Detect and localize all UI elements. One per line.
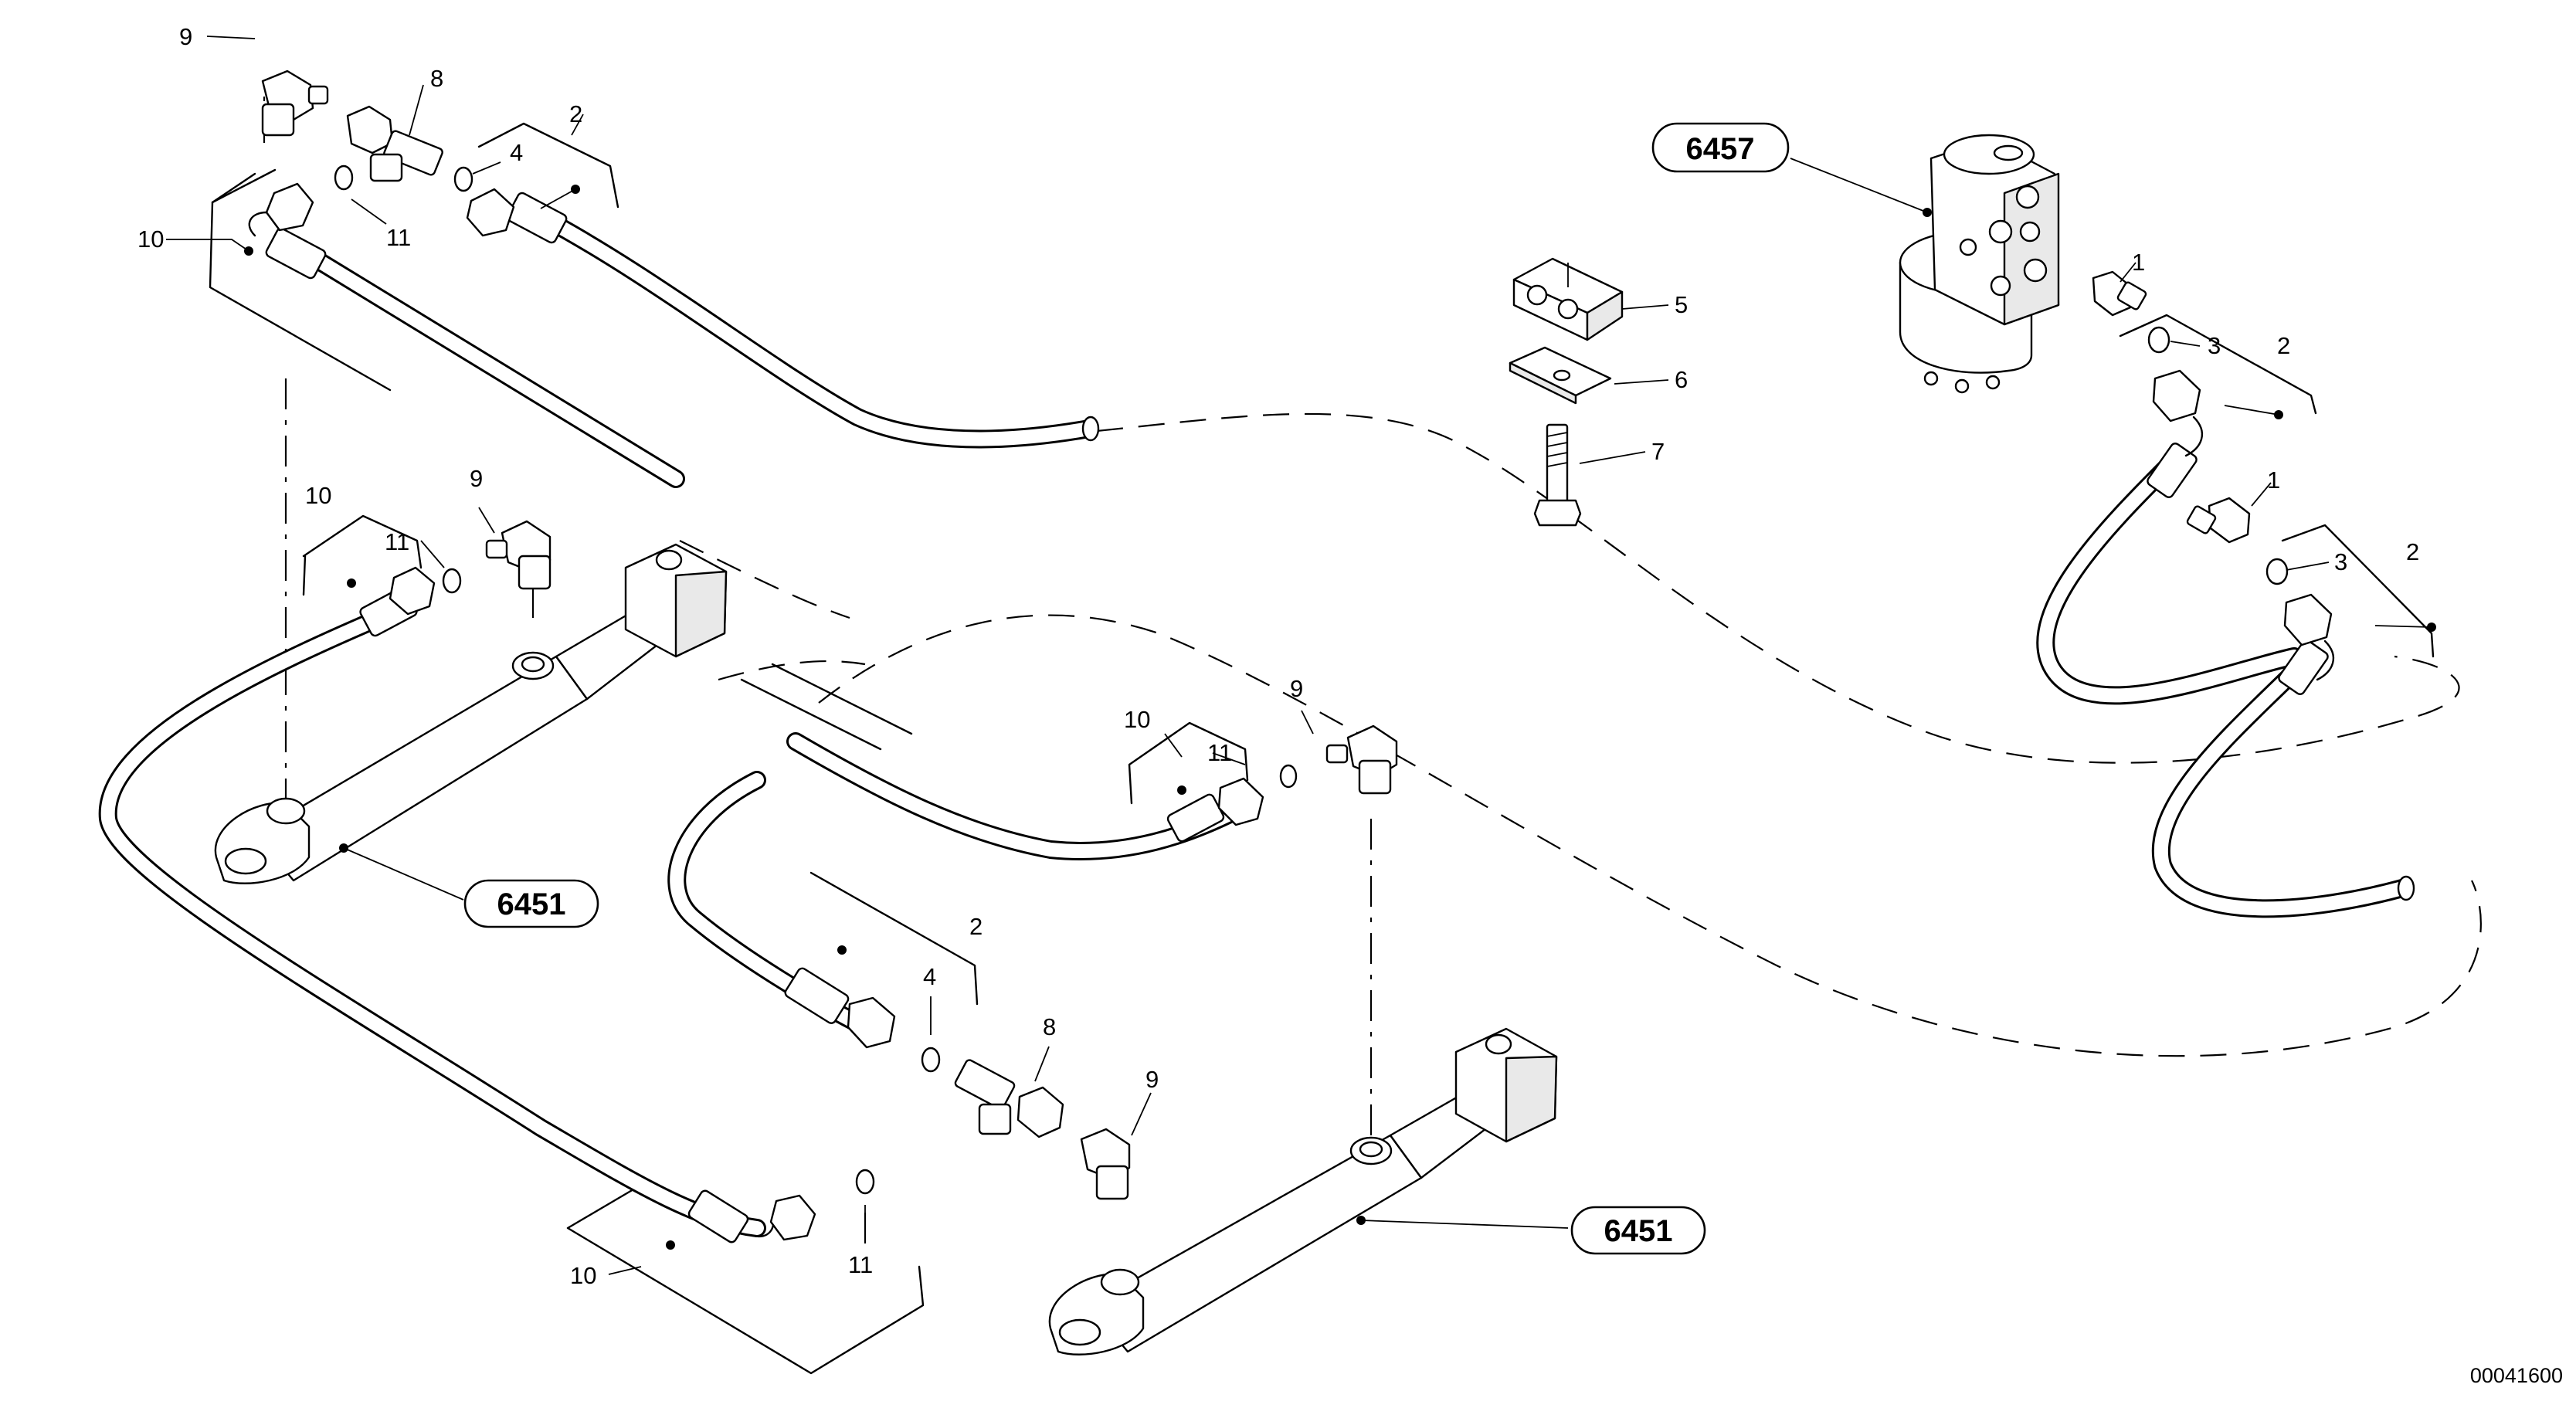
callout-9: 9	[179, 23, 192, 50]
callout-11: 11	[848, 1251, 873, 1278]
clamp-block-5	[1512, 257, 1624, 341]
callout-9: 9	[1290, 675, 1303, 702]
reference-cylinder-left: 6451	[463, 879, 599, 928]
reference-6451: 6451	[497, 887, 566, 921]
callout-4: 4	[923, 963, 936, 990]
small-fittings	[261, 70, 2289, 1200]
elbow-fitting-9-bottom	[1080, 1128, 1131, 1200]
callout-2: 2	[2406, 538, 2419, 565]
callout-6: 6	[1675, 366, 1688, 393]
reference-6457: 6457	[1686, 132, 1755, 166]
callout-9: 9	[470, 465, 483, 492]
elbow-fitting-9-top	[261, 70, 329, 137]
reference-steering-unit: 6457	[1651, 122, 1790, 173]
clamp-assembly	[1509, 257, 1624, 527]
callout-11: 11	[385, 528, 409, 555]
hydraulic-cylinder-right	[1048, 1027, 1558, 1355]
elbow-fitting-9-left	[485, 520, 552, 590]
callout-11: 11	[1207, 739, 1232, 766]
callout-5: 5	[1675, 291, 1688, 318]
callout-3: 3	[2208, 332, 2221, 359]
document-id: 00041600	[2470, 1364, 2563, 1387]
reference-cylinder-right: 6451	[1570, 1206, 1706, 1255]
steering-unit	[1899, 134, 2060, 394]
callout-10: 10	[1124, 706, 1150, 733]
callout-2: 2	[969, 913, 983, 940]
clamp-bolt-7	[1533, 423, 1582, 527]
callout-1: 1	[2132, 249, 2145, 276]
callout-10: 10	[570, 1262, 596, 1289]
callout-10: 10	[305, 482, 331, 509]
elbow-fitting-9-middle	[1325, 724, 1398, 795]
callout-2: 2	[2277, 332, 2290, 359]
callout-7: 7	[1651, 438, 1665, 465]
reference-6451: 6451	[1604, 1214, 1673, 1248]
adapter-fitting-1-lower	[2186, 497, 2251, 544]
callout-9: 9	[1145, 1066, 1159, 1093]
callout-3: 3	[2334, 548, 2347, 575]
callout-2: 2	[569, 100, 582, 127]
connection-lines	[263, 85, 2482, 1251]
hydraulic-cylinder-left	[214, 543, 728, 884]
clamp-plate-6	[1509, 346, 1612, 405]
tee-fitting-8-bottom	[954, 1059, 1064, 1138]
group-brackets	[209, 122, 2435, 1375]
callout-numbers: 9 8 2 4 11 10 10 9 11 10 9 11 2 4 8 9 11…	[137, 23, 2419, 1289]
callout-11: 11	[386, 224, 411, 251]
hose-fittings	[248, 182, 2334, 1243]
tee-fitting-8-top	[346, 105, 443, 182]
callout-8: 8	[1043, 1013, 1056, 1040]
hoses	[98, 207, 2415, 1237]
callout-4: 4	[510, 139, 523, 166]
leader-lines	[166, 36, 2436, 1275]
callout-8: 8	[430, 65, 443, 92]
callout-1: 1	[2267, 467, 2280, 494]
callout-10: 10	[137, 226, 164, 253]
adapter-fitting-1-upper	[2092, 270, 2147, 317]
